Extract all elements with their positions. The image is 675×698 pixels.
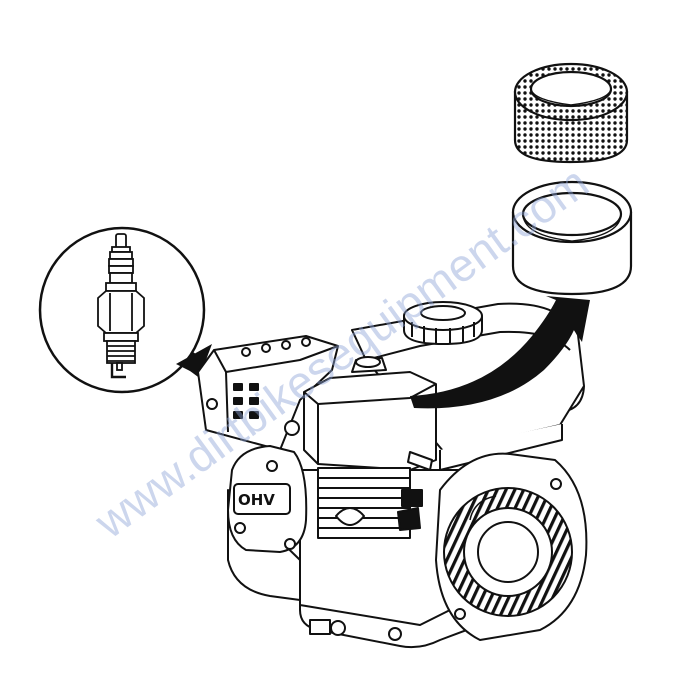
recoil-starter [435, 452, 588, 641]
spark-plug-icon [97, 233, 145, 379]
rocker-cover [227, 445, 308, 553]
foam-pre-cleaner [511, 180, 633, 296]
air-filter-element [513, 62, 629, 164]
engine-assembly: OHV [197, 301, 588, 649]
muffler-heat-shield [197, 335, 339, 451]
air-cleaner-housing [303, 356, 437, 471]
spark-plug-inset [38, 226, 206, 394]
ohv-badge: OHV [238, 491, 275, 509]
cylinder-fins [317, 467, 421, 539]
fuel-cap [403, 301, 483, 345]
air-filter-arrow [410, 296, 590, 409]
